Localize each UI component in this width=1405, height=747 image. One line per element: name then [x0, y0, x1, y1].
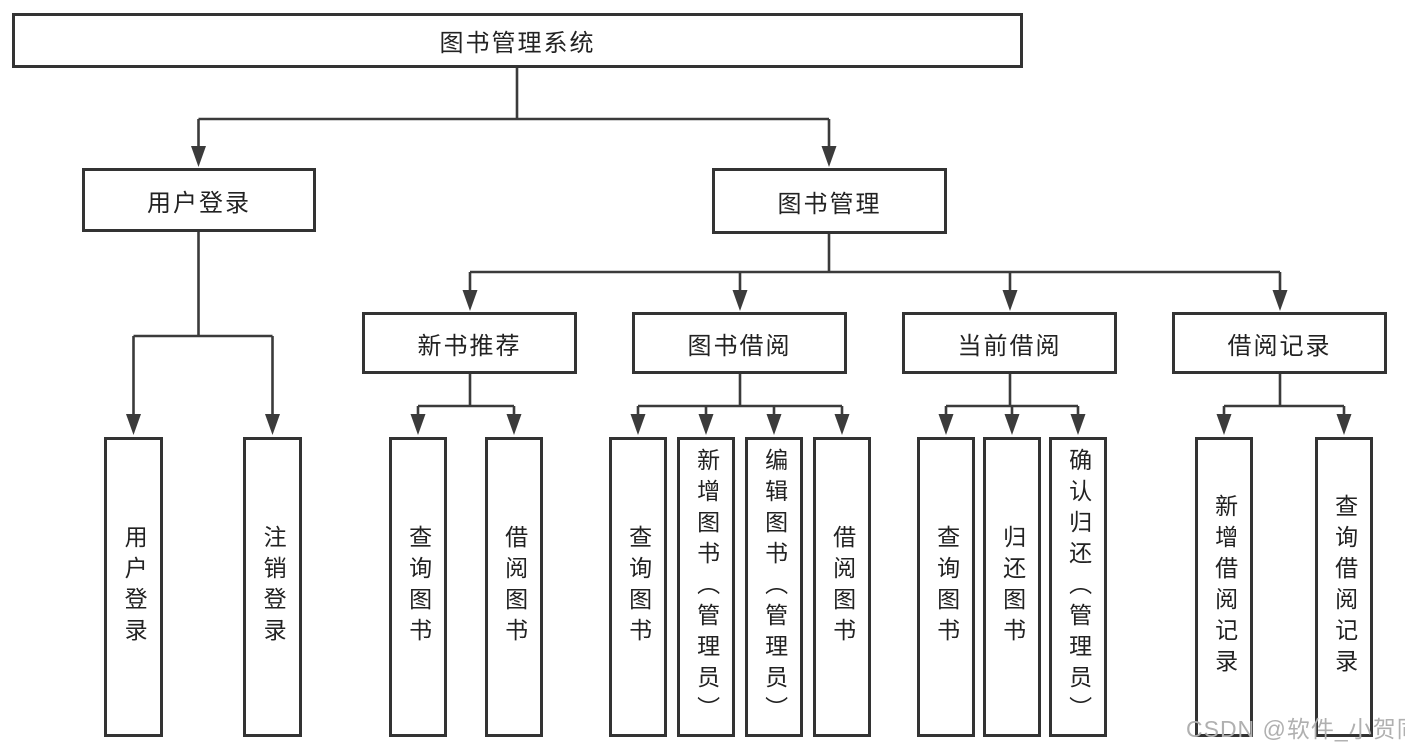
leaf-record-query-borrow-record: 查询借阅记录 — [1315, 437, 1373, 737]
leaf-label: 查询图书 — [933, 525, 960, 649]
arrowhead-icon — [821, 146, 837, 167]
arrowhead-icon — [698, 414, 714, 435]
arrowhead-icon — [630, 414, 646, 435]
arrowhead-icon — [126, 414, 141, 435]
arrowheads — [126, 146, 1352, 435]
node-borrow-record: 借阅记录 — [1172, 312, 1387, 374]
connector-currentborrow-to-leaves — [944, 374, 1080, 418]
leaf-label: 借阅图书 — [501, 525, 528, 649]
arrowhead-icon — [1070, 414, 1086, 435]
leaf-label: 查询图书 — [625, 525, 652, 649]
arrowhead-icon — [834, 414, 850, 435]
leaf-label: 查询图书 — [405, 525, 432, 649]
node-label: 当前借阅 — [957, 332, 1062, 360]
node-label: 图书借阅 — [687, 332, 792, 360]
arrowhead-icon — [1216, 414, 1232, 435]
connector-userlogin-to-leaves — [132, 232, 274, 418]
leaf-label: 编辑图书（管理员） — [761, 447, 788, 727]
leaf-current-return-book: 归还图书 — [983, 437, 1041, 737]
arrowhead-icon — [265, 414, 280, 435]
node-label: 新书推荐 — [417, 332, 522, 360]
node-book-management-branch: 图书管理 — [712, 168, 947, 234]
arrowhead-icon — [191, 146, 206, 167]
connector-root-to-level2 — [197, 68, 831, 150]
leaf-label: 新增借阅记录 — [1211, 494, 1238, 680]
leaf-label: 借阅图书 — [829, 525, 856, 649]
leaf-borrow-query-book: 查询图书 — [609, 437, 667, 737]
leaf-label: 查询借阅记录 — [1331, 494, 1358, 680]
connector-bookborrow-to-leaves — [636, 374, 844, 418]
node-label: 图书管理 — [777, 190, 882, 218]
node-label: 用户登录 — [147, 189, 251, 217]
leaf-current-query-book: 查询图书 — [917, 437, 975, 737]
leaf-newbook-query-book: 查询图书 — [389, 437, 447, 737]
leaf-label: 用户登录 — [121, 525, 148, 649]
arrowhead-icon — [766, 414, 782, 435]
arrowhead-icon — [462, 290, 478, 311]
node-user-login-branch: 用户登录 — [82, 168, 316, 232]
leaf-newbook-borrow-book: 借阅图书 — [485, 437, 543, 737]
leaf-label: 新增图书（管理员） — [693, 447, 720, 727]
arrowhead-icon — [506, 414, 522, 435]
node-new-book-recommend: 新书推荐 — [362, 312, 577, 374]
connector-bookmgmt-to-level3 — [468, 234, 1282, 294]
arrowhead-icon — [732, 290, 748, 311]
leaf-logout-login: 注销登录 — [243, 437, 302, 737]
leaf-label: 确认归还（管理员） — [1065, 447, 1092, 727]
leaf-label: 归还图书 — [999, 525, 1026, 649]
node-label: 借阅记录 — [1227, 332, 1332, 360]
node-current-borrow: 当前借阅 — [902, 312, 1117, 374]
leaf-current-confirm-return-admin: 确认归还（管理员） — [1049, 437, 1107, 737]
leaf-borrow-edit-book-admin: 编辑图书（管理员） — [745, 437, 803, 737]
leaf-label: 注销登录 — [260, 525, 287, 649]
leaf-borrow-add-book-admin: 新增图书（管理员） — [677, 437, 735, 737]
arrowhead-icon — [1272, 290, 1288, 311]
node-book-borrow: 图书借阅 — [632, 312, 847, 374]
connector-borrowrecord-to-leaves — [1222, 374, 1346, 418]
arrowhead-icon — [410, 414, 426, 435]
leaf-record-add-borrow-record: 新增借阅记录 — [1195, 437, 1253, 737]
node-root-library-management-system: 图书管理系统 — [12, 13, 1023, 68]
arrowhead-icon — [1336, 414, 1352, 435]
arrowhead-icon — [1002, 290, 1018, 311]
node-label: 图书管理系统 — [439, 30, 596, 57]
leaf-user-login: 用户登录 — [104, 437, 163, 737]
arrowhead-icon — [1004, 414, 1020, 435]
connector-newbook-to-leaves — [416, 374, 516, 418]
leaf-borrow-borrow-book: 借阅图书 — [813, 437, 871, 737]
arrowhead-icon — [938, 414, 954, 435]
